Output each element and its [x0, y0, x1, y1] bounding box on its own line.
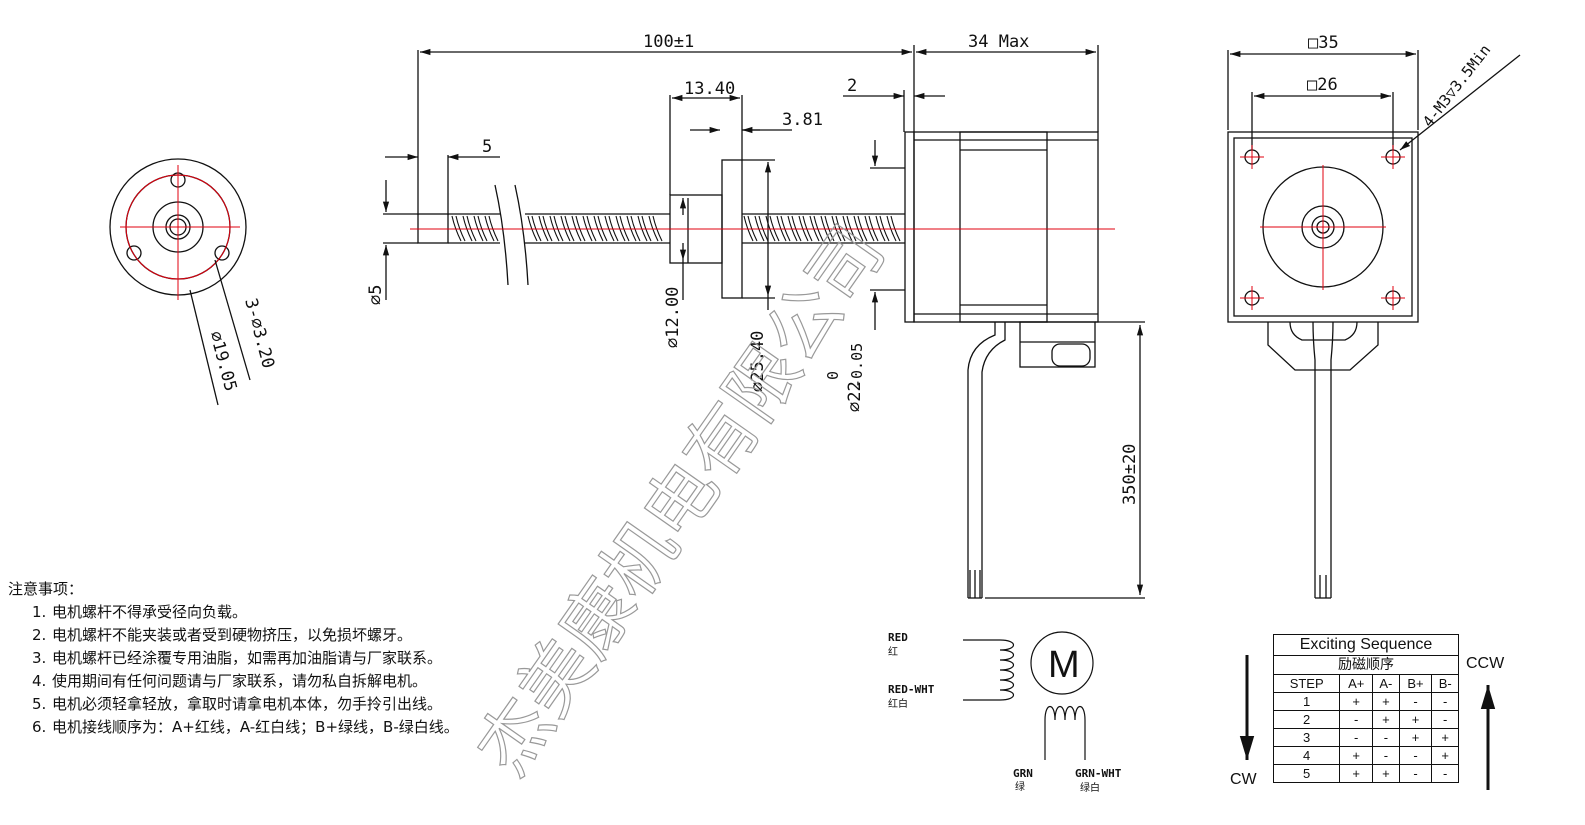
col-b-plus: B+: [1398, 674, 1433, 693]
wire-grn-cn: 绿: [1015, 780, 1025, 793]
wire-red-label: RED: [888, 631, 908, 644]
mount-holes-dim: 4-M3▽3.5Min: [1419, 41, 1494, 130]
sequence-title: Exciting Sequence: [1273, 634, 1459, 656]
flange-end-view: [109, 158, 251, 406]
shaft-end-dim: 5: [482, 137, 492, 157]
wire-red-wht-cn: 红白: [888, 697, 908, 710]
wire-grn-label: GRN: [1013, 767, 1033, 780]
wire-grn-wht-label: GRN-WHT: [1075, 767, 1122, 780]
flange-dia-dim: ⌀25.40: [748, 331, 768, 392]
table-row: 3--++: [1272, 728, 1459, 747]
boss-tol-up: 0: [824, 371, 842, 380]
notes-title: 注意事项：: [8, 580, 84, 598]
table-row: 2-++-: [1272, 710, 1459, 729]
flange-holes-dim: 3-⌀3.20: [240, 296, 278, 370]
hole-spacing-dim: □26: [1307, 75, 1338, 95]
lead-length-dim: 350±20: [1120, 444, 1140, 505]
exciting-sequence-table: Exciting Sequence 励磁顺序 STEP A+ A- B+ B- …: [1272, 634, 1459, 783]
overall-length-dim: 100±1: [643, 32, 694, 52]
max-body-dim: 34 Max: [968, 32, 1029, 52]
note-item: 1.电机螺杆不得承受径向负载。: [32, 603, 248, 621]
wire-red-cn: 红: [888, 645, 898, 658]
motor-symbol-circle: [1030, 631, 1094, 695]
note-item: 6.电机接线顺序为：A+红线，A-红白线；B+绿线，B-绿白线。: [32, 718, 459, 736]
col-a-minus: A-: [1372, 674, 1400, 693]
cw-label: CW: [1230, 771, 1257, 788]
table-row: 5++--: [1272, 764, 1459, 783]
sequence-header-row: STEP A+ A- B+ B-: [1272, 674, 1459, 693]
notes-block: 注意事项： 1.电机螺杆不得承受径向负载。 2.电机螺杆不能夹装或者受到硬物挤压…: [8, 578, 608, 739]
direction-arrows: [1239, 655, 1496, 790]
col-b-minus: B-: [1431, 674, 1459, 693]
shaft-dia-dim: ⌀5: [366, 285, 386, 305]
col-step: STEP: [1272, 674, 1341, 693]
motor-front-view: [1227, 50, 1521, 599]
motor-symbol-label: M: [1048, 644, 1080, 686]
table-row: 1++--: [1272, 692, 1459, 711]
nut-width-dim: 13.40: [684, 79, 735, 99]
ccw-label: CCW: [1466, 655, 1505, 672]
wiring-schematic: [963, 631, 1094, 760]
boss-tol-low: -0.05: [848, 343, 866, 388]
lead-screw-side-view: [382, 45, 1145, 599]
flange-pcd-dim: ⌀19.05: [205, 329, 240, 394]
note-item: 5.电机必须轻拿轻放，拿取时请拿电机本体，勿手拎引出线。: [32, 695, 443, 713]
note-item: 3.电机螺杆已经涂覆专用油脂，如需再加油脂请与厂家联系。: [32, 649, 443, 667]
table-row: 4+--+: [1272, 746, 1459, 765]
wire-red-wht-label: RED-WHT: [888, 683, 935, 696]
sequence-title-cn: 励磁顺序: [1273, 655, 1459, 675]
frame-size-dim: □35: [1308, 33, 1339, 53]
notes-list: 1.电机螺杆不得承受径向负载。 2.电机螺杆不能夹装或者受到硬物挤压，以免损坏螺…: [8, 601, 608, 739]
note-item: 4.使用期间有任何问题请与厂家联系，请勿私自拆解电机。: [32, 672, 428, 690]
col-a-plus: A+: [1339, 674, 1374, 693]
nut-dia-dim: ⌀12.00: [663, 287, 683, 348]
wire-grn-wht-cn: 绿白: [1080, 781, 1100, 794]
boss-dia-dim: ⌀22: [845, 381, 865, 412]
flange-thick-dim: 3.81: [782, 110, 823, 130]
plate-thick-dim: 2: [847, 76, 857, 96]
note-item: 2.电机螺杆不能夹装或者受到硬物挤压，以免损坏螺牙。: [32, 626, 413, 644]
